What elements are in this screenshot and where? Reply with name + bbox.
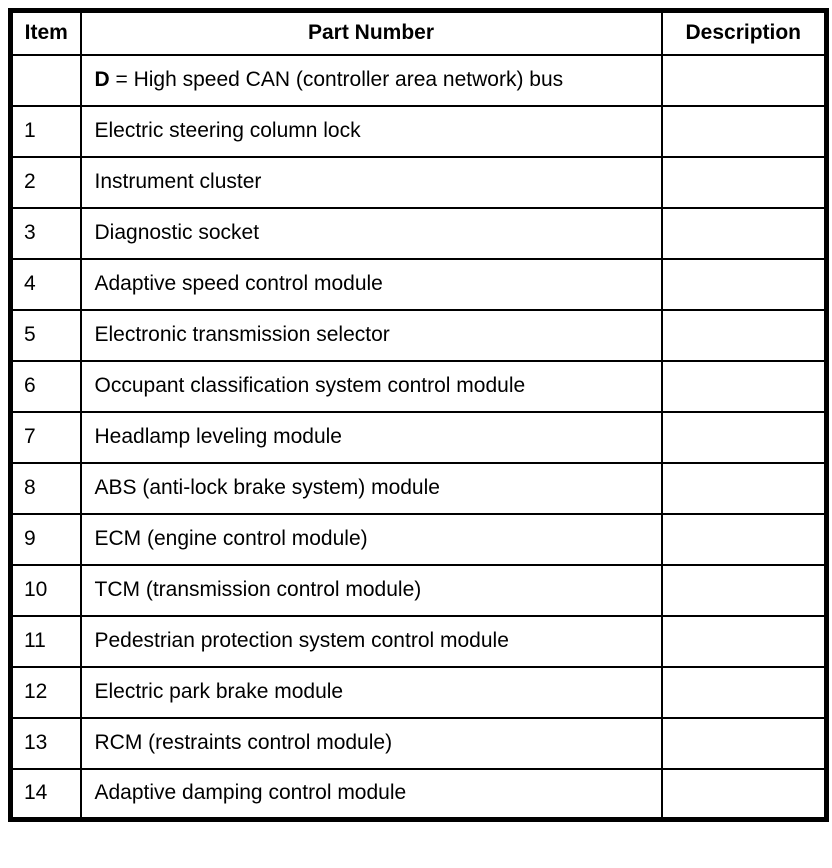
item-cell: 13 xyxy=(9,716,82,770)
note-row: D = High speed CAN (controller area netw… xyxy=(9,53,828,107)
part-number-cell: Pedestrian protection system control mod… xyxy=(79,614,663,668)
part-number-cell: Electric steering column lock xyxy=(79,104,663,158)
bus-code-definition: = High speed CAN (controller area networ… xyxy=(109,67,564,91)
parts-table: Item Part Number Description D = High sp… xyxy=(8,8,829,822)
part-number-cell: Headlamp leveling module xyxy=(79,410,663,464)
part-number-cell: Occupant classification system control m… xyxy=(79,359,663,413)
description-cell xyxy=(660,461,828,515)
description-cell xyxy=(660,665,828,719)
part-number-cell: Adaptive damping control module xyxy=(79,767,663,821)
bus-code-letter: D xyxy=(94,67,110,91)
part-number-cell: Electric park brake module xyxy=(79,665,663,719)
table-body: D = High speed CAN (controller area netw… xyxy=(9,53,828,821)
description-cell xyxy=(660,308,828,362)
item-cell: 4 xyxy=(9,257,82,311)
description-cell xyxy=(660,257,828,311)
description-cell xyxy=(660,206,828,260)
item-cell: 6 xyxy=(9,359,82,413)
part-number-cell: RCM (restraints control module) xyxy=(79,716,663,770)
item-cell: 11 xyxy=(9,614,82,668)
description-cell xyxy=(660,104,828,158)
item-cell: 10 xyxy=(9,563,82,617)
description-cell xyxy=(660,410,828,464)
header-part-number: Part Number xyxy=(79,9,663,56)
note-description-cell xyxy=(660,53,828,107)
description-cell xyxy=(660,512,828,566)
item-cell: 9 xyxy=(9,512,82,566)
header-item: Item xyxy=(9,9,82,56)
note-part-cell: D = High speed CAN (controller area netw… xyxy=(79,53,663,107)
description-cell xyxy=(660,359,828,413)
header-row: Item Part Number Description xyxy=(9,9,828,56)
part-number-cell: ECM (engine control module) xyxy=(79,512,663,566)
part-number-cell: Adaptive speed control module xyxy=(79,257,663,311)
description-cell xyxy=(660,563,828,617)
note-item-cell xyxy=(9,53,82,107)
item-cell: 14 xyxy=(9,767,82,821)
table-header: Item Part Number Description xyxy=(9,9,828,56)
description-cell xyxy=(660,614,828,668)
part-number-cell: Diagnostic socket xyxy=(79,206,663,260)
part-number-cell: Instrument cluster xyxy=(79,155,663,209)
item-cell: 1 xyxy=(9,104,82,158)
item-cell: 2 xyxy=(9,155,82,209)
item-cell: 8 xyxy=(9,461,82,515)
description-cell xyxy=(660,716,828,770)
part-number-cell: Electronic transmission selector xyxy=(79,308,663,362)
description-cell xyxy=(660,155,828,209)
item-cell: 7 xyxy=(9,410,82,464)
part-number-cell: TCM (transmission control module) xyxy=(79,563,663,617)
item-cell: 5 xyxy=(9,308,82,362)
part-number-cell: ABS (anti-lock brake system) module xyxy=(79,461,663,515)
header-description: Description xyxy=(660,9,828,56)
item-cell: 12 xyxy=(9,665,82,719)
item-cell: 3 xyxy=(9,206,82,260)
description-cell xyxy=(660,767,828,821)
